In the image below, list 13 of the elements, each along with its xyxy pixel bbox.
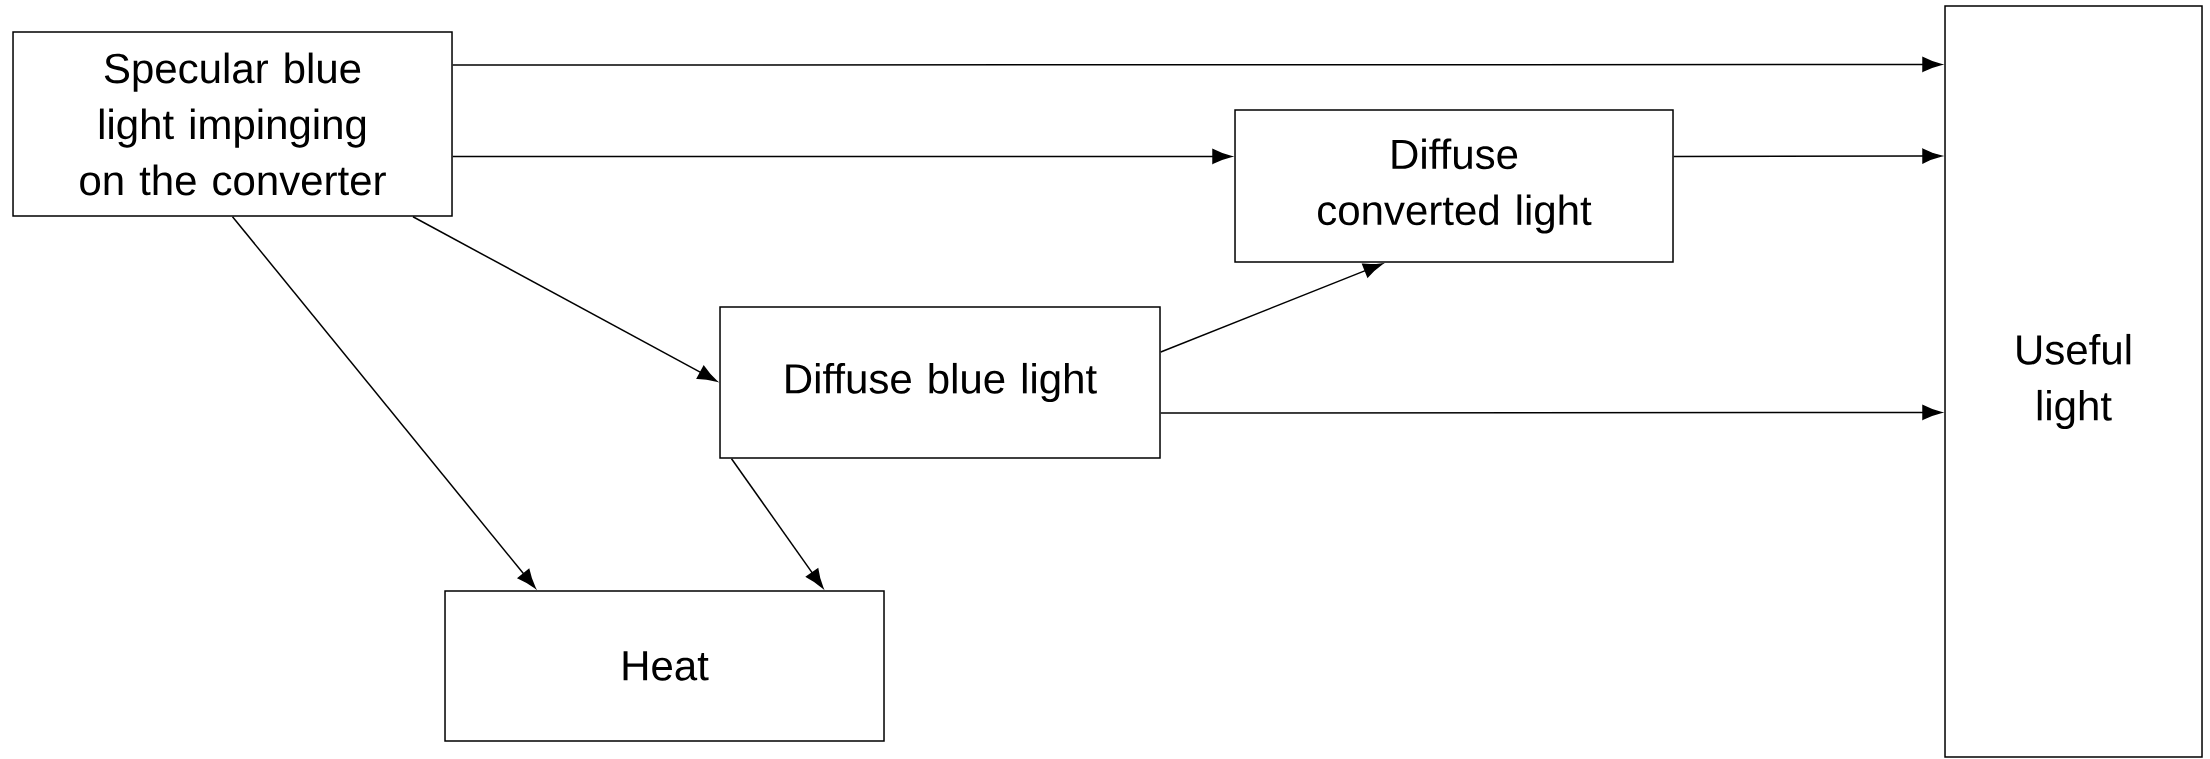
process-box: Heat bbox=[444, 590, 885, 742]
arrow bbox=[231, 216, 536, 589]
arrow bbox=[730, 458, 824, 589]
process-box: Diffuse blue light bbox=[719, 306, 1161, 459]
process-box: Specular blue light impinging on the converter bbox=[12, 31, 453, 217]
arrow bbox=[1673, 148, 1942, 164]
arrow bbox=[452, 57, 1942, 72]
arrow bbox=[452, 149, 1232, 164]
process-box: Useful light bbox=[1944, 5, 2203, 758]
arrow bbox=[1160, 263, 1383, 353]
process-box: Diffuse converted light bbox=[1234, 109, 1674, 263]
arrow bbox=[412, 216, 718, 382]
arrow bbox=[1160, 405, 1942, 420]
